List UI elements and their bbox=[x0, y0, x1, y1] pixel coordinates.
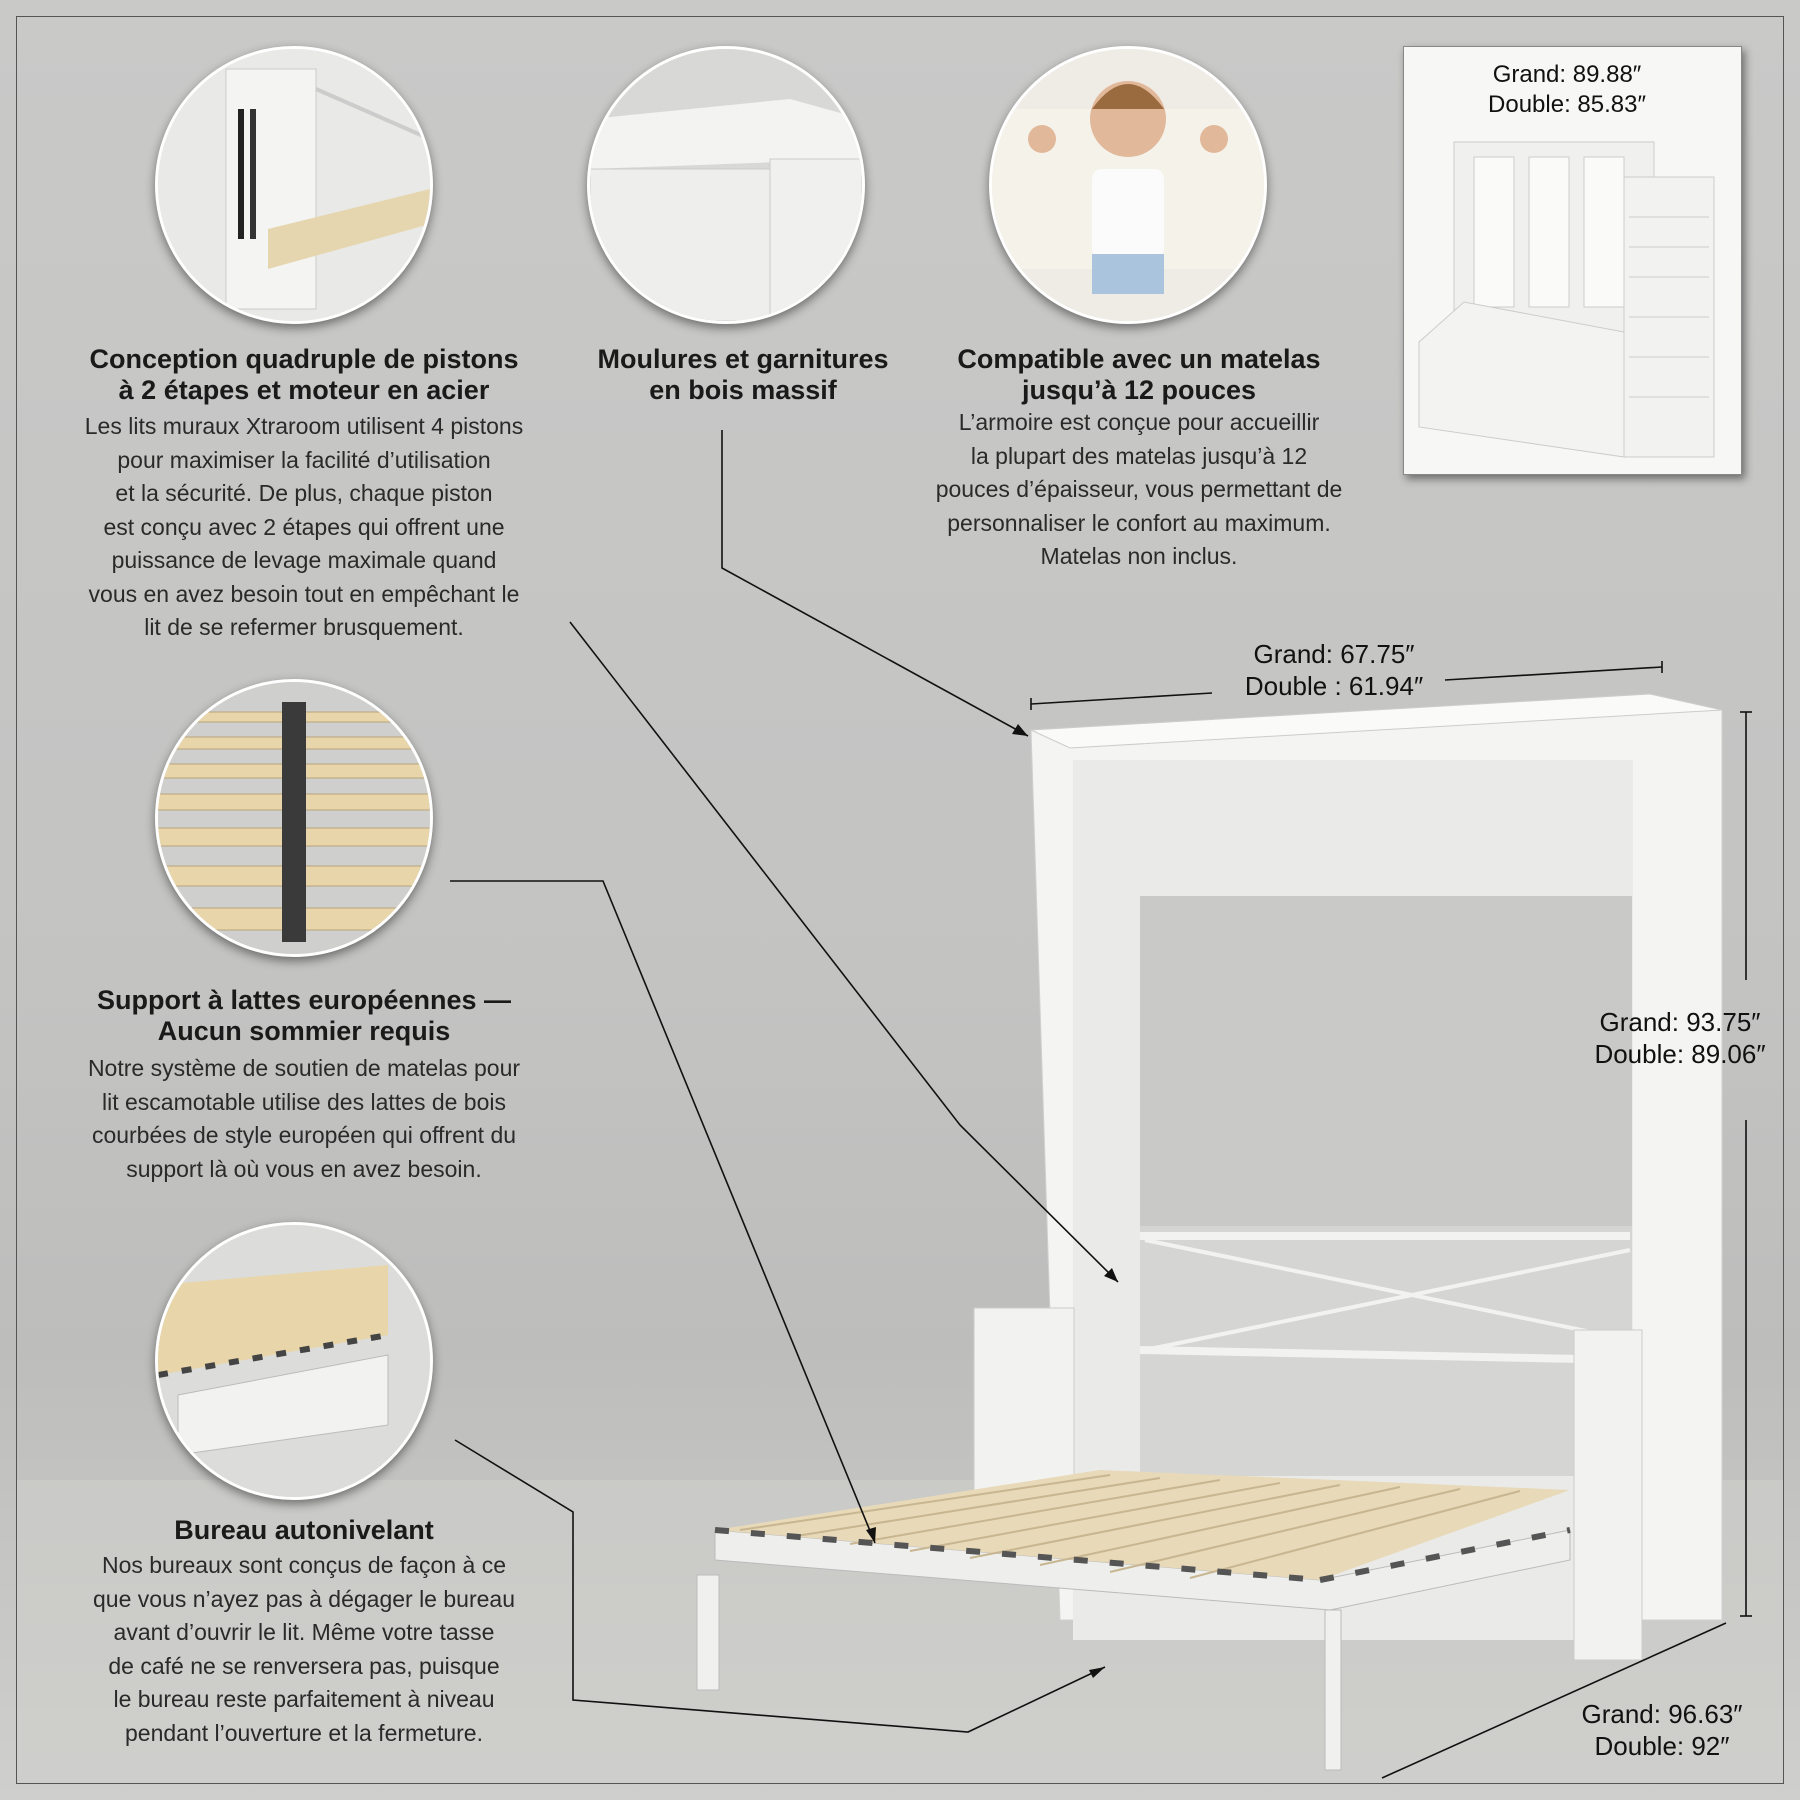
dim-grand: Grand: 67.75″ bbox=[1253, 639, 1415, 669]
infographic-frame bbox=[16, 16, 1784, 1784]
width-dimension: Grand: 67.75″ Double : 61.94″ bbox=[1245, 638, 1423, 702]
body-line: pouces d’épaisseur, vous permettant de bbox=[935, 476, 1343, 502]
height-dimension: Grand: 93.75″ Double: 89.06″ bbox=[1594, 1006, 1765, 1070]
body-line: Matelas non inclus. bbox=[1040, 543, 1238, 569]
title-line: à 2 étapes et moteur en acier bbox=[118, 375, 490, 405]
inset-width-dimension: Grand: 89.88″ Double: 85.83″ bbox=[1488, 60, 1646, 120]
body-line: est conçu avec 2 étapes qui offrent une bbox=[103, 513, 505, 540]
dim-double: Double: 92″ bbox=[1594, 1731, 1730, 1761]
body-line: et la sécurité. De plus, chaque piston bbox=[115, 480, 493, 506]
title-line: Moulures et garnitures bbox=[597, 344, 889, 374]
body-line: le bureau reste parfaitement à niveau bbox=[113, 1686, 495, 1712]
feature-pistons-title: Conception quadruple de pistons à 2 étap… bbox=[89, 344, 518, 406]
body-line: vous en avez besoin tout en empêchant le bbox=[88, 580, 520, 607]
dim-grand: Grand: 93.75″ bbox=[1599, 1007, 1761, 1037]
slat-support-image bbox=[155, 679, 433, 957]
feature-molding-title: Moulures et garnitures en bois massif bbox=[597, 344, 888, 406]
body-line: personnaliser le confort au maximum. bbox=[947, 509, 1331, 536]
feature-mattress-title: Compatible avec un matelas jusqu’à 12 po… bbox=[957, 344, 1320, 406]
body-line: que vous n’ayez pas à dégager le bureau bbox=[93, 1585, 515, 1612]
title-line: Bureau autonivelant bbox=[174, 1515, 434, 1545]
body-line: puissance de levage maximale quand bbox=[111, 547, 497, 573]
body-line: L’armoire est conçue pour accueillir bbox=[958, 409, 1320, 435]
body-line: la plupart des matelas jusqu’à 12 bbox=[970, 442, 1308, 469]
body-line: Les lits muraux Xtraroom utilisent 4 pis… bbox=[84, 413, 524, 439]
feature-slats-title: Support à lattes européennes — Aucun som… bbox=[97, 985, 511, 1047]
body-line: lit escamotable utilise des lattes de bo… bbox=[102, 1088, 506, 1115]
body-line: courbées de style européen qui offrent d… bbox=[91, 1122, 517, 1148]
body-line: pendant l’ouverture et la fermeture. bbox=[125, 1719, 483, 1746]
dim-grand: Grand: 96.63″ bbox=[1581, 1699, 1743, 1729]
body-line: support là où vous en avez besoin. bbox=[126, 1155, 482, 1182]
dim-grand: Grand: 89.88″ bbox=[1492, 61, 1642, 88]
feature-slats-description: Notre système de soutien de matelas pour… bbox=[88, 1052, 520, 1186]
title-line: Conception quadruple de pistons bbox=[89, 344, 519, 374]
title-line: jusqu’à 12 pouces bbox=[1021, 375, 1257, 405]
title-line: en bois massif bbox=[649, 375, 837, 405]
title-line: Aucun sommier requis bbox=[157, 1016, 451, 1046]
self-leveling-desk-image bbox=[155, 1222, 433, 1500]
body-line: lit de se refermer brusquement. bbox=[144, 614, 464, 640]
woman-thumbs-up-image bbox=[989, 46, 1267, 324]
piston-detail-image bbox=[155, 46, 433, 324]
body-line: avant d’ouvrir le lit. Même votre tasse bbox=[113, 1619, 495, 1645]
molding-detail-image bbox=[587, 46, 865, 324]
wall-bed-with-desk-photo bbox=[1403, 46, 1742, 475]
body-line: pour maximiser la facilité d’utilisation bbox=[117, 446, 491, 473]
body-line: Nos bureaux sont conçus de façon à ce bbox=[101, 1552, 507, 1578]
body-line: de café ne se renversera pas, puisque bbox=[108, 1652, 500, 1679]
body-line: Notre système de soutien de matelas pour bbox=[87, 1055, 521, 1081]
feature-desk-title: Bureau autonivelant bbox=[174, 1515, 434, 1546]
feature-pistons-description: Les lits muraux Xtraroom utilisent 4 pis… bbox=[85, 410, 523, 645]
title-line: Support à lattes européennes — bbox=[96, 985, 512, 1015]
depth-dimension: Grand: 96.63″ Double: 92″ bbox=[1582, 1698, 1743, 1762]
dim-double: Double: 89.06″ bbox=[1594, 1039, 1766, 1069]
feature-mattress-description: L’armoire est conçue pour accueillir la … bbox=[936, 406, 1343, 574]
feature-desk-description: Nos bureaux sont conçus de façon à ce qu… bbox=[93, 1549, 515, 1750]
dim-double: Double : 61.94″ bbox=[1244, 671, 1424, 701]
dim-double: Double: 85.83″ bbox=[1488, 91, 1646, 118]
title-line: Compatible avec un matelas bbox=[957, 344, 1321, 374]
